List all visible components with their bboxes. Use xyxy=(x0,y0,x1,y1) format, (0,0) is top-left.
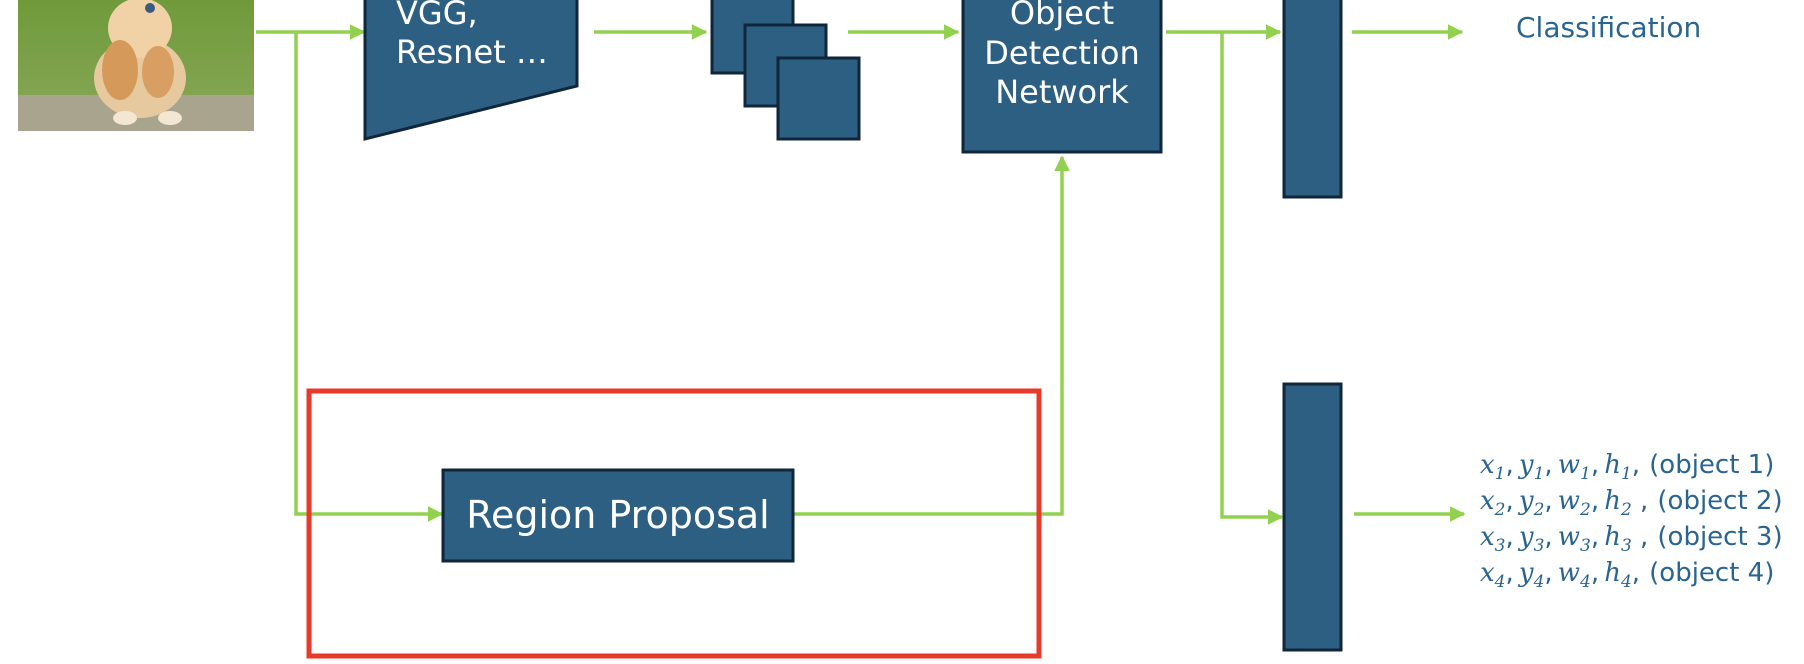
detector-label-line2: Detection xyxy=(984,34,1139,72)
backbone-block: VGG, Resnet … xyxy=(363,0,579,141)
bbox-output-line-2: x2, y2, w2, h2 , (object 2) xyxy=(1480,486,1783,520)
feature-maps xyxy=(710,0,861,141)
bbox-output-line-3: x3, y3, w3, h3 , (object 3) xyxy=(1480,522,1783,556)
backbone-label-line2: Resnet … xyxy=(396,33,548,71)
connectors xyxy=(256,24,1466,525)
detector-label-line1: Object xyxy=(1010,0,1114,32)
classification-output-label: Classification xyxy=(1516,11,1701,44)
backbone-label-line1: VGG, xyxy=(396,0,478,32)
bbox-output-list: x1, y1, w1, h1, (object 1) x2, y2, w2, h… xyxy=(1480,450,1783,592)
arrow-detector-to-regressor xyxy=(1220,32,1284,525)
feature-map-3 xyxy=(776,56,861,141)
region-proposal-highlight xyxy=(306,388,1042,659)
detection-network-block: Object Detection Network xyxy=(961,0,1163,154)
kitten-photo xyxy=(18,0,254,131)
region-proposal-label: Region Proposal xyxy=(466,493,769,537)
bbox-output-line-1: x1, y1, w1, h1, (object 1) xyxy=(1480,450,1774,484)
arrow-image-to-region-proposal xyxy=(294,32,444,522)
arrow-region-proposal-to-detector xyxy=(793,155,1070,516)
region-proposal-block: Region Proposal xyxy=(441,468,795,563)
classification-head xyxy=(1282,0,1343,199)
detector-label-line3: Network xyxy=(995,73,1129,111)
bbox-regression-head xyxy=(1282,382,1343,652)
bbox-output-line-4: x4, y4, w4, h4, (object 4) xyxy=(1480,558,1774,592)
